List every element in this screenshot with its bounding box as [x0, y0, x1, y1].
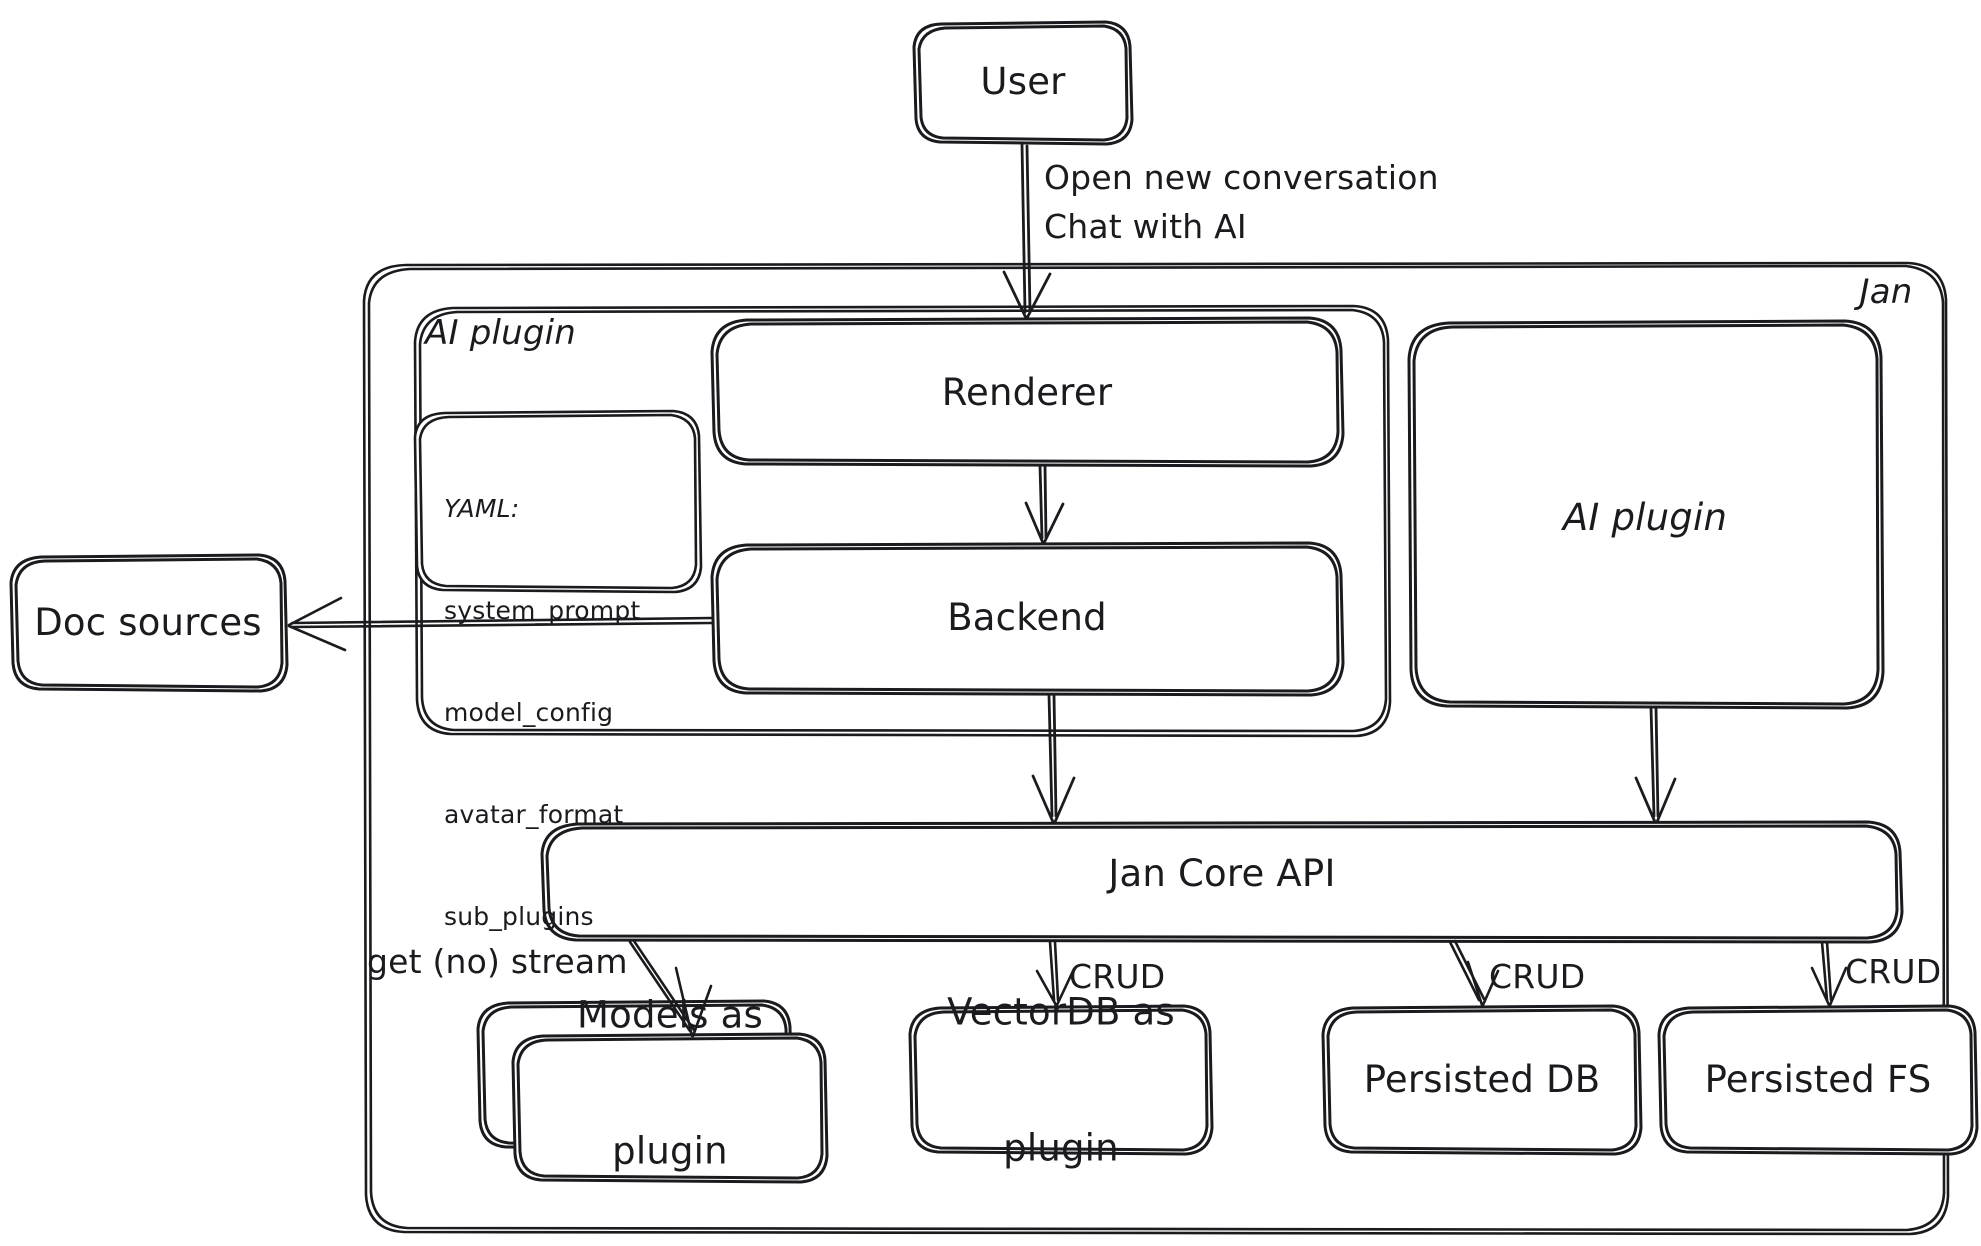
node-label-persisted-db[interactable]: Persisted DB [1363, 1058, 1601, 1102]
node-label-persisted-fs[interactable]: Persisted FS [1704, 1058, 1932, 1102]
arrow-core-to-persisted-fs [1810, 940, 1848, 1007]
edge-label-user-to-renderer-line2: Chat with AI [1044, 207, 1247, 246]
yaml-note-heading: YAML: [444, 494, 520, 523]
yaml-note-item-sub-plugins: sub_plugins [444, 902, 594, 931]
yaml-note-item-avatar-format: avatar_format [444, 800, 624, 829]
edge-label-core-to-vectordb: CRUD [1069, 957, 1166, 996]
edge-label-core-to-persisted-db: CRUD [1489, 957, 1586, 996]
node-label-jan-core-api[interactable]: Jan Core API [1108, 852, 1336, 896]
node-label-doc-sources[interactable]: Doc sources [34, 601, 262, 645]
arrow-backend-to-jan-core-api [1031, 693, 1076, 824]
container-label-jan: Jan [1859, 272, 1913, 312]
yaml-note-text: YAML: system_prompt model_config avatar_… [444, 424, 640, 1002]
node-label-models-line1: Models as [577, 993, 763, 1037]
node-label-models-as-plugin[interactable]: Models as plugin [577, 903, 763, 1246]
node-label-renderer[interactable]: Renderer [941, 371, 1113, 415]
yaml-note-item-model-config: model_config [444, 698, 614, 727]
node-label-vectordb-as-plugin[interactable]: VectorDB as plugin [947, 900, 1175, 1246]
node-label-ai-plugin[interactable]: AI plugin [1562, 496, 1728, 540]
arrow-ai-plugin-to-jan-core-api [1634, 706, 1677, 824]
yaml-note-item-system-prompt: system_prompt [444, 596, 641, 625]
edge-label-core-to-models: get (no) stream [367, 942, 628, 981]
edge-label-core-to-persisted-fs: CRUD [1845, 952, 1942, 991]
container-label-ai-plugin-group: AI plugin [425, 313, 577, 353]
node-label-vectordb-line1: VectorDB as [947, 990, 1175, 1034]
edge-label-user-to-renderer-line1: Open new conversation [1044, 158, 1439, 197]
arrow-renderer-to-backend [1024, 464, 1065, 545]
node-label-vectordb-line2: plugin [1003, 1126, 1119, 1170]
node-label-models-line2: plugin [612, 1129, 728, 1173]
node-label-user[interactable]: User [980, 60, 1066, 104]
node-label-backend[interactable]: Backend [947, 596, 1107, 640]
